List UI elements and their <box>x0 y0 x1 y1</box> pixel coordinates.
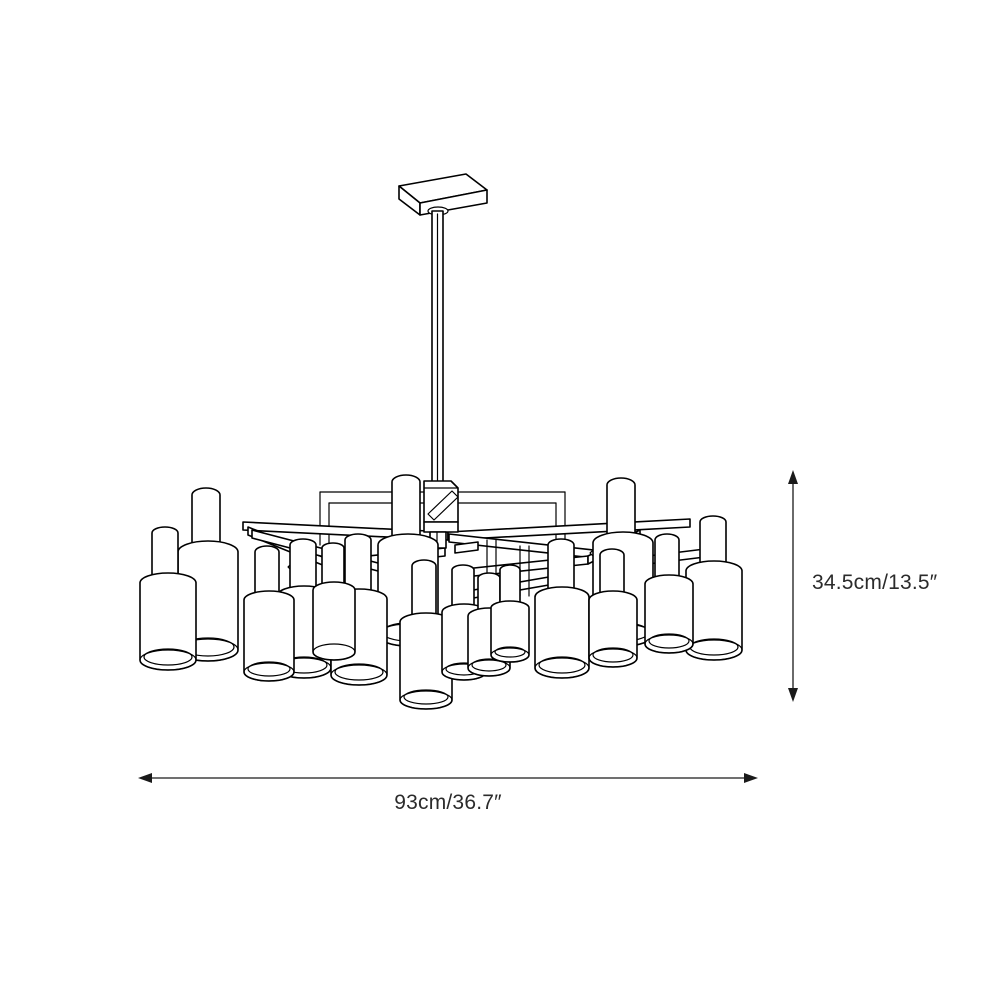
suspension-rod <box>431 210 444 484</box>
lamp-shade <box>534 538 590 679</box>
lamp-shade <box>139 526 197 671</box>
lamp-shade <box>644 533 694 654</box>
lamp-shade <box>399 559 453 710</box>
lamp-shade <box>312 542 356 661</box>
height-dimension-label: 34.5cm/13.5″ <box>812 571 938 594</box>
width-dimension-label: 93cm/36.7″ <box>394 791 502 814</box>
lamp-shade <box>685 515 743 661</box>
dimension-height <box>788 470 798 702</box>
lamp-shade <box>588 548 638 668</box>
ceiling-canopy <box>398 173 488 216</box>
lamp-shade <box>490 564 530 663</box>
dimension-width <box>138 773 758 783</box>
lamp-shade <box>243 545 295 682</box>
